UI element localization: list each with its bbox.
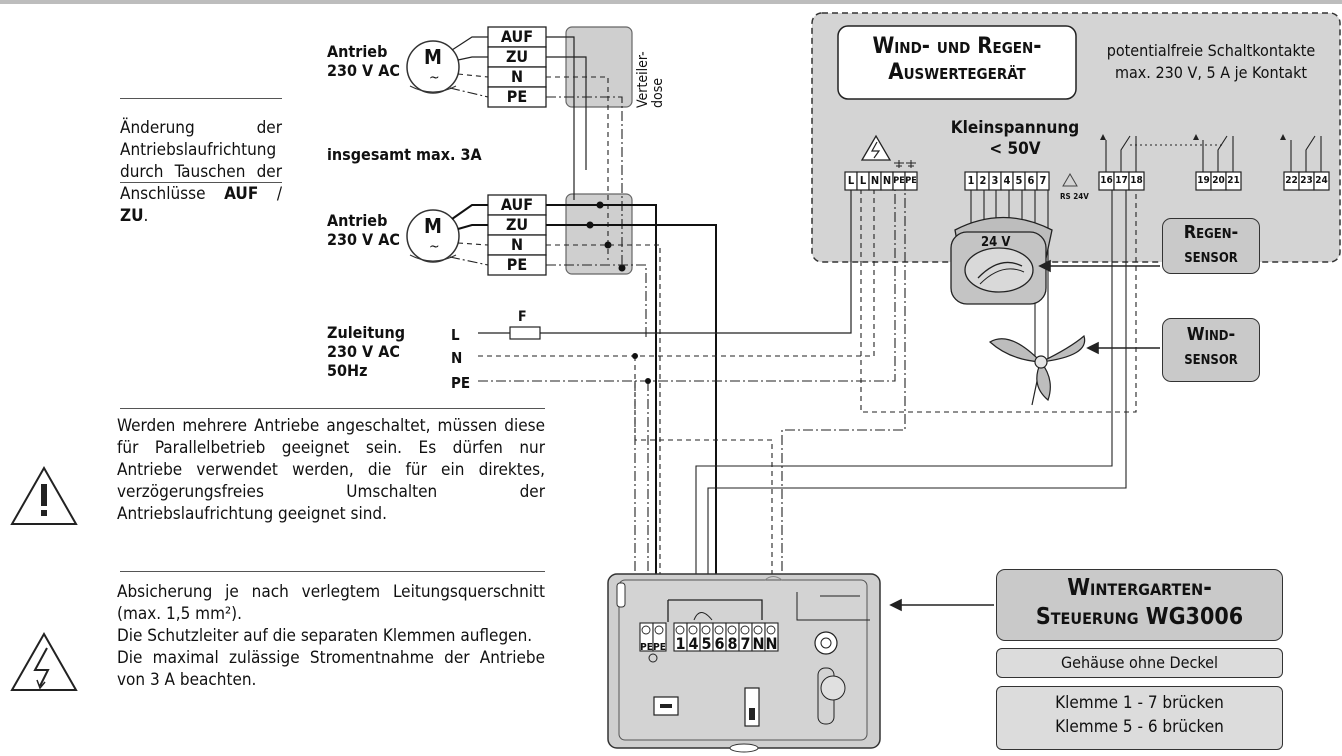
divider [120, 571, 545, 572]
ctrl-terminal-1: 1 [675, 634, 686, 653]
ctrl-terminal-n: N [752, 634, 765, 653]
motor-1-tilde: ~ [429, 70, 440, 86]
direction-note: Änderung der Antriebslaufrichtung durch … [120, 118, 282, 226]
ctrl-terminal-pe: PE [653, 642, 666, 653]
ctrl-terminal-n: N [765, 634, 778, 653]
warning-fuse-text: Absicherung je nach verlegtem Leitungsqu… [117, 582, 545, 690]
top-bar [0, 0, 1342, 4]
motor-1-symbol: M [424, 45, 442, 69]
fuse-label: F [518, 309, 527, 325]
terminal-3: 3 [991, 174, 999, 187]
ctrl-terminal-7: 7 [740, 634, 751, 653]
terminal-pe: PE [893, 176, 905, 186]
terminal-zu: ZU [505, 215, 529, 234]
motor-2-icon [406, 209, 460, 263]
terminal-pe: PE [506, 87, 528, 106]
terminal-n: N [510, 235, 524, 254]
terminal-21: 21 [1227, 175, 1240, 186]
motor-2-symbol: M [424, 214, 442, 238]
rain-sensor-icon [950, 216, 1053, 305]
electric-hazard-icon [10, 631, 78, 691]
terminal-18: 18 [1130, 175, 1143, 186]
ctrl-terminal-4: 4 [688, 634, 699, 653]
terminal-1: 1 [967, 174, 975, 187]
evaluator-terminal-strip [844, 171, 1330, 191]
terminal-23: 23 [1300, 175, 1313, 186]
supply-pe: PE [451, 374, 471, 392]
terminal-n: N [510, 67, 524, 86]
junction-box-label: Verteiler- dose [635, 51, 666, 108]
terminal-2: 2 [979, 174, 987, 187]
divider [120, 98, 282, 99]
supply-n: N [451, 349, 463, 367]
terminal-7: 7 [1039, 174, 1047, 187]
ctrl-terminal-6: 6 [714, 634, 725, 653]
terminal-n: N [870, 174, 880, 187]
evaluator-title: Wind- und Regen-Auswertegerät [872, 34, 1042, 85]
junction-box-1 [565, 26, 633, 108]
rain-sensor-voltage: 24 V [981, 235, 1011, 250]
evaluator-title-box [837, 25, 1077, 100]
terminal-pe: PE [506, 255, 528, 274]
terminal-pe: PE [905, 176, 917, 186]
controller-title: Wintergarten-Steuerung WG3006 [996, 569, 1283, 641]
terminal-17: 17 [1115, 175, 1128, 186]
terminal-24: 24 [1315, 175, 1328, 186]
wind-sensor-label: Wind-sensor [1162, 318, 1260, 382]
terminal-4: 4 [1003, 174, 1011, 187]
wind-sensor-icon [988, 334, 1086, 406]
terminal-auf: AUF [500, 195, 534, 214]
terminal-zu: ZU [505, 47, 529, 66]
divider [120, 408, 545, 409]
terminal-6: 6 [1027, 174, 1035, 187]
supply-l: L [451, 326, 460, 344]
rain-sensor-label: Regen-sensor [1162, 218, 1260, 274]
terminal-l: L [847, 174, 855, 187]
divider [120, 182, 282, 183]
terminal-l: L [859, 174, 867, 187]
housing-note: Gehäuse ohne Deckel [996, 648, 1283, 678]
small-warning-icon [1062, 173, 1078, 187]
motor-2-tilde: ~ [429, 239, 440, 255]
ctrl-terminal-8: 8 [727, 634, 738, 653]
rs-label: RS 24V [1060, 192, 1089, 201]
warning-parallel-text: Werden mehrere Antriebe angeschaltet, mü… [117, 416, 545, 524]
ctrl-terminal-5: 5 [701, 634, 712, 653]
terminal-n: N [882, 174, 892, 187]
relay-contacts [1105, 135, 1322, 172]
junction-box-2 [565, 193, 633, 275]
controller-housing [607, 573, 881, 753]
terminal-16: 16 [1100, 175, 1113, 186]
ctrl-terminal-pe: PE [640, 642, 653, 653]
terminal-20: 20 [1212, 175, 1225, 186]
terminal-5: 5 [1015, 174, 1023, 187]
terminal-22: 22 [1285, 175, 1298, 186]
terminal-19: 19 [1197, 175, 1210, 186]
low-voltage-label: Kleinspannung< 50V [950, 118, 1080, 159]
motor-1-icon [406, 40, 460, 94]
terminal-auf: AUF [500, 27, 534, 46]
hazard-triangle-icon [860, 134, 892, 161]
ground-icon [894, 160, 916, 168]
total-max-label: insgesamt max. 3A [327, 145, 482, 164]
